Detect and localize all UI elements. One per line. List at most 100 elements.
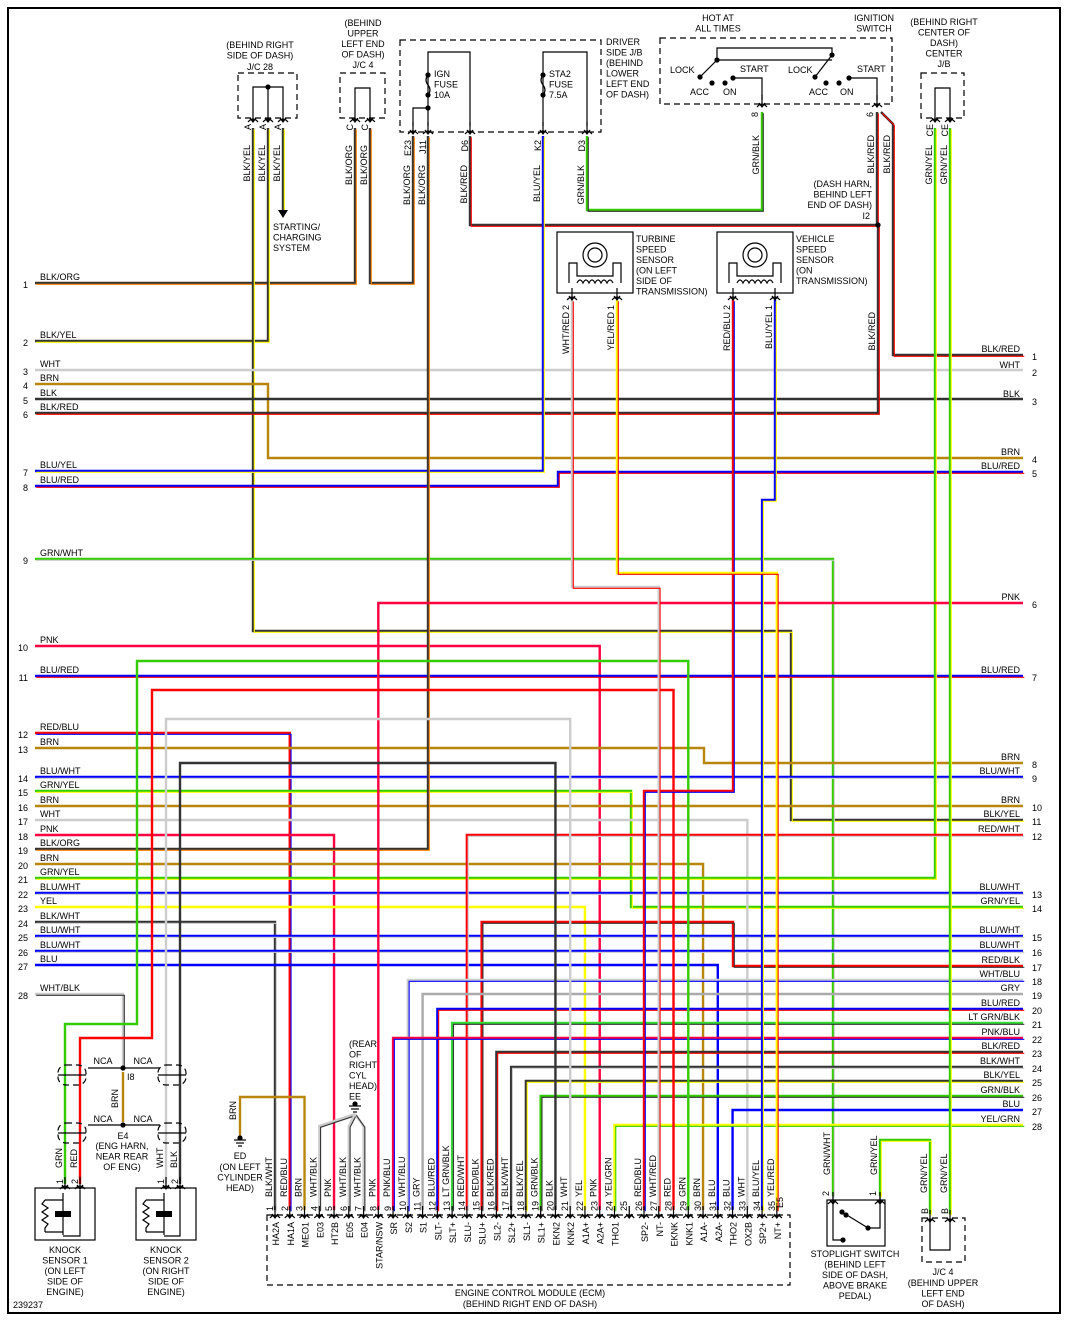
ignition-switch-label: SWITCH bbox=[856, 24, 892, 34]
left-wire-label: GRN/YEL bbox=[40, 867, 80, 877]
jc4-wire-label: BLK/ORG bbox=[359, 145, 369, 185]
wire-blk-wht-stripe bbox=[511, 1067, 1025, 1212]
wire-grn-blk bbox=[539, 1094, 1023, 1210]
turbine-pin: 2 bbox=[561, 305, 571, 310]
driver-jb-pin: E23 bbox=[403, 140, 413, 156]
left-pin-number: 13 bbox=[18, 745, 28, 755]
right-wire-label: BLU/WHT bbox=[980, 766, 1021, 776]
left-pin-number: 1 bbox=[23, 280, 28, 290]
knock2-label: SENSOR 2 bbox=[143, 1256, 189, 1266]
wire-blk-org-stripe bbox=[370, 129, 415, 285]
vss-core-icon bbox=[728, 262, 782, 283]
knock2-label: KNOCK bbox=[150, 1245, 182, 1255]
jc4-pin: C bbox=[360, 124, 370, 131]
knock1-label: KNOCK bbox=[49, 1245, 81, 1255]
left-wire-label: RED/BLU bbox=[40, 722, 79, 732]
knock2-wire-label: BLK bbox=[169, 1151, 179, 1168]
jc28-location: (BEHIND RIGHT bbox=[226, 40, 294, 50]
wire-blk-yel-stripe bbox=[253, 129, 1025, 822]
connector-pin-icon bbox=[407, 122, 419, 135]
wire-red bbox=[78, 688, 675, 1210]
ecm-pin-name: S2 bbox=[404, 1222, 414, 1233]
wire-wht bbox=[164, 717, 572, 1210]
ecm-pin-name: HT2B bbox=[330, 1222, 340, 1245]
knock1-crystal-icon bbox=[55, 1211, 71, 1217]
ecm-wire-label: BLU bbox=[707, 1179, 717, 1197]
wire-blk-yel-stripe bbox=[36, 129, 270, 343]
sta2-fuse-label: FUSE bbox=[549, 80, 573, 90]
turbine-wire-label: WHT/RED bbox=[561, 312, 571, 354]
ecm-wire-label: RED/WHT bbox=[456, 1155, 466, 1197]
dash-harn-label: (DASH HARN, bbox=[813, 179, 872, 189]
right-wire-label: BLU bbox=[1002, 1099, 1020, 1109]
ecm-pin-number: 34 bbox=[752, 1201, 762, 1211]
jc28-wire-label: BLK/YEL bbox=[272, 145, 282, 182]
right-pin-number: 22 bbox=[1032, 1035, 1042, 1045]
ecm-pin-name: SL2+ bbox=[507, 1222, 517, 1243]
ecm-pin-number: 13 bbox=[442, 1201, 452, 1211]
wire-wht-blu-stripe bbox=[408, 980, 1025, 1212]
ecm-pin-name: SLU- bbox=[463, 1222, 473, 1243]
jc28-pin: A bbox=[243, 124, 253, 130]
ignition-pin: 6 bbox=[865, 112, 875, 117]
driver-jb-label: LOWER bbox=[606, 69, 640, 79]
left-pin-number: 6 bbox=[23, 410, 28, 420]
e4-label: E4 bbox=[117, 1131, 128, 1141]
wire-grn-wht bbox=[35, 557, 835, 1196]
ecm-pin-number: 7 bbox=[354, 1206, 364, 1211]
wire-pnk bbox=[377, 601, 1023, 1210]
center-jb-pin: CE bbox=[925, 124, 935, 137]
ecm-wire-label: GRN bbox=[677, 1177, 687, 1197]
stoplight-switch-box bbox=[826, 1199, 886, 1247]
connector-pin-icon bbox=[581, 122, 593, 135]
wire-blu-red-stripe bbox=[438, 1009, 1025, 1212]
knock2-wire-label: WHT bbox=[155, 1147, 165, 1168]
center-jb-label: CENTER OF bbox=[918, 28, 971, 38]
connector-pin-icon bbox=[944, 110, 956, 123]
ecm-pin-icon bbox=[549, 1206, 561, 1219]
wire-grn-wht-stripe bbox=[36, 559, 835, 1198]
ecm-pin-number: 4 bbox=[309, 1206, 319, 1211]
left-wire-label: BLK/ORG bbox=[40, 272, 80, 282]
ed-location-label: CYLINDER bbox=[217, 1173, 263, 1183]
jc4-pin: C bbox=[345, 124, 355, 131]
driver-jb-label: DRIVER bbox=[606, 37, 641, 47]
ecm-pin-number: 3 bbox=[295, 1206, 305, 1211]
right-wire-label: BLK/RED bbox=[981, 344, 1020, 354]
wire-blk-yel-stripe bbox=[526, 1081, 1025, 1212]
vss-sensor-label: SENSOR bbox=[796, 255, 835, 265]
left-pin-number: 10 bbox=[18, 643, 28, 653]
wire-grn bbox=[63, 659, 690, 1210]
connector-pin-icon bbox=[874, 1192, 886, 1205]
left-pin-number: 28 bbox=[18, 991, 28, 1001]
left-pin-number: 15 bbox=[18, 788, 28, 798]
driver-jb-label: OF DASH) bbox=[606, 90, 649, 100]
dash-harn-label: BEHIND LEFT bbox=[813, 190, 872, 200]
sta2-fuse-label: STA2 bbox=[549, 69, 571, 79]
right-wire-label: PNK bbox=[1001, 592, 1020, 602]
e4-location-label: (ENG HARN, bbox=[95, 1141, 148, 1151]
right-pin-number: 17 bbox=[1032, 963, 1042, 973]
sta2-fuse-icon bbox=[540, 74, 546, 96]
left-wire-label: BRN bbox=[40, 853, 59, 863]
ecm-pin-icon bbox=[313, 1206, 325, 1219]
ecm-pin-name: NT- bbox=[655, 1222, 665, 1237]
left-wire-label: BLU/RED bbox=[40, 475, 80, 485]
shield-icon bbox=[157, 1122, 187, 1144]
jc4-location: (BEHIND bbox=[344, 18, 382, 28]
wire-red-blu-stripe bbox=[644, 301, 735, 1212]
ecm-pin-number: 24 bbox=[604, 1201, 614, 1211]
wire-blk-red-stripe bbox=[36, 226, 880, 415]
ecm-pin-number: 30 bbox=[693, 1201, 703, 1211]
wire-blu-red bbox=[436, 1007, 1023, 1210]
ed-ground-icon-dot bbox=[237, 1135, 243, 1141]
ecm-pin-icon bbox=[697, 1206, 709, 1219]
nca-label: NCA bbox=[133, 1114, 152, 1124]
wire-brn bbox=[35, 746, 1023, 765]
ignition-pin: 8 bbox=[750, 112, 760, 117]
left-pin-number: 8 bbox=[23, 483, 28, 493]
ecm-pin-icon bbox=[490, 1206, 502, 1219]
wire-grn-blk bbox=[585, 112, 764, 212]
left-wire-label: BRN bbox=[40, 373, 59, 383]
ecm-wire-label: YEL/GRN bbox=[603, 1157, 613, 1197]
